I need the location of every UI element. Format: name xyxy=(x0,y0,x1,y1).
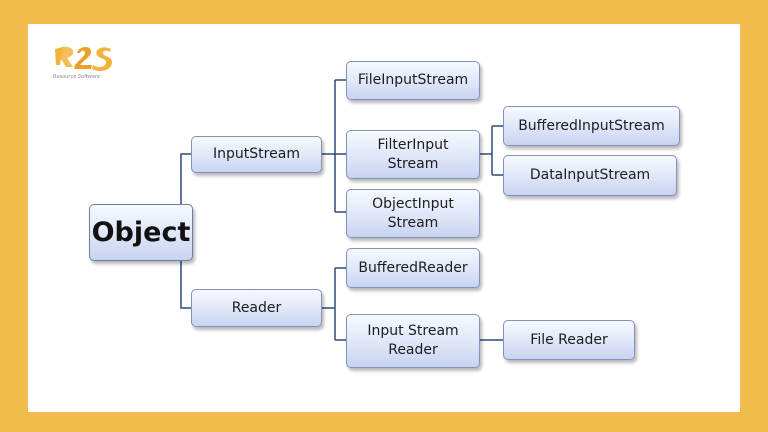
node-reader: Reader xyxy=(191,289,322,327)
node-reader-label: Reader xyxy=(231,299,282,316)
node-input-stream-reader-line2: Reader xyxy=(388,342,438,358)
node-input-stream: InputStream xyxy=(191,136,322,173)
node-input-stream-reader: Input Stream Reader xyxy=(346,314,480,368)
node-file-reader-label: File Reader xyxy=(530,331,608,348)
node-filter-input-stream-line2: Stream xyxy=(387,155,439,172)
node-file-input-stream: FileInputStream xyxy=(346,61,480,100)
node-buffered-input-stream-label: BufferedInputStream xyxy=(518,117,665,134)
node-filter-input-stream: FilterInput Stream xyxy=(346,130,480,179)
node-input-stream-reader-line1: Input Stream xyxy=(367,323,459,339)
node-object-input-stream-line1: ObjectInput xyxy=(372,195,454,212)
node-buffered-input-stream: BufferedInputStream xyxy=(503,106,680,146)
node-data-input-stream-label: DataInputStream xyxy=(529,167,651,183)
node-data-input-stream: DataInputStream xyxy=(503,155,677,196)
node-filter-input-stream-line1: FilterInput xyxy=(377,136,449,153)
node-object-input-stream-line2: Stream xyxy=(387,214,439,231)
logo-subtitle: Resource Software xyxy=(53,74,101,80)
r2s-logo xyxy=(55,46,113,71)
node-file-input-stream-label: FileInputStream xyxy=(357,72,469,88)
node-file-reader: File Reader xyxy=(503,320,635,360)
node-input-stream-label: InputStream xyxy=(213,146,300,162)
node-object-label: Object xyxy=(91,217,191,248)
node-buffered-reader-label: BufferedReader xyxy=(358,259,468,276)
node-buffered-reader: BufferedReader xyxy=(346,248,480,288)
node-object-input-stream: ObjectInput Stream xyxy=(346,189,480,238)
node-object: Object xyxy=(89,204,193,261)
